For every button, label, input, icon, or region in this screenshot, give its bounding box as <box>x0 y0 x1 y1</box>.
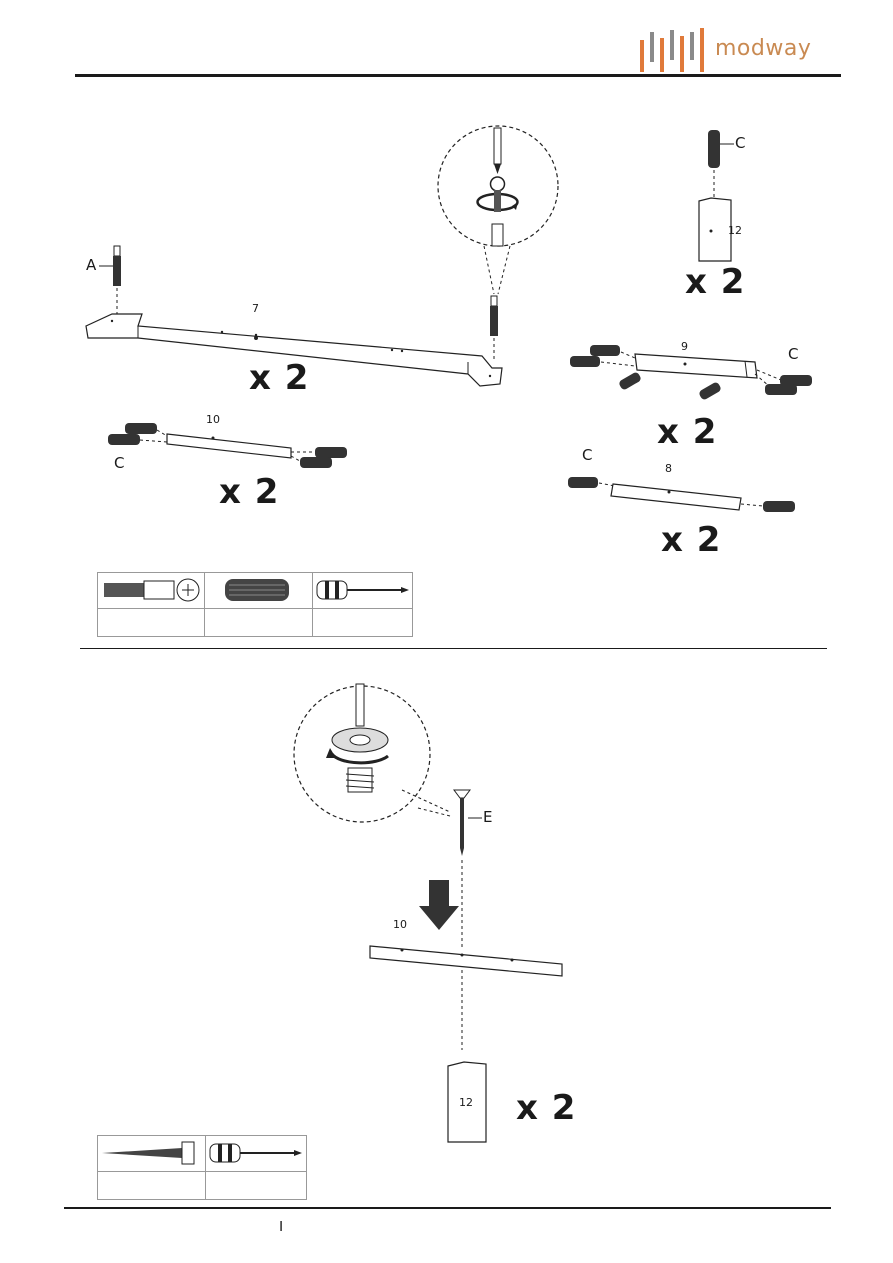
part-a-label: A <box>86 256 97 274</box>
screw-e-icon <box>453 789 471 856</box>
rail-10-drawing <box>369 945 563 977</box>
screwdriver-caption-step-2 <box>205 1171 307 1200</box>
leg-12-number: 12 <box>728 224 742 237</box>
part-c-label-rail-10: C <box>114 454 125 472</box>
rail-10-number: 10 <box>206 413 220 426</box>
screwdriver-caption <box>311 608 414 637</box>
phillips-screwdriver-icon <box>311 572 414 609</box>
leg-12-drawing <box>698 197 732 262</box>
wood-dowel-caption <box>204 608 313 637</box>
part-e-leader <box>468 817 482 819</box>
brand-logo-bars <box>640 28 704 72</box>
cam-bolt-right-icon <box>490 295 498 362</box>
cam-bolt-icon <box>96 572 206 609</box>
footer-rule <box>64 1207 831 1209</box>
rail-9-number: 9 <box>681 340 688 353</box>
rail-7-quantity: x 2 <box>249 358 310 398</box>
step-2-hardware-images-row <box>96 1135 307 1172</box>
step-1-hardware-images-row <box>96 572 414 609</box>
rail-8-assembly <box>568 477 795 512</box>
part-c-label-rail-9: C <box>788 345 799 363</box>
wood-dowel-icon <box>204 572 313 609</box>
cam-bolt-caption <box>96 608 206 637</box>
page-marker: I <box>279 1218 284 1235</box>
down-arrow-icon <box>419 880 459 930</box>
phillips-screwdriver-icon-step-2 <box>205 1135 307 1172</box>
dowel-c-vertical-icon <box>708 130 720 200</box>
header-rule <box>75 74 841 77</box>
leg-12-drawing-step-2 <box>447 1061 487 1143</box>
part-c-label-rail-8: C <box>582 446 593 464</box>
part-c-leader-top <box>720 143 734 145</box>
part-c-label-top: C <box>735 134 746 152</box>
zoom-detail-cam-bolt <box>437 125 559 247</box>
brand-name: modway <box>715 36 812 61</box>
rail-9-quantity: x 2 <box>657 412 718 452</box>
step-2-hardware-captions-row <box>96 1171 307 1200</box>
wood-screw-icon <box>96 1135 207 1172</box>
screw-e-guide-line <box>461 860 463 950</box>
rail-7-drawing <box>85 313 503 387</box>
cam-bolt-a-icon <box>113 245 121 316</box>
rail-8-number: 8 <box>665 462 672 475</box>
step-1-hardware-captions-row <box>96 608 414 637</box>
leg-12-quantity: x 2 <box>685 262 746 302</box>
rail-10-quantity: x 2 <box>219 472 280 512</box>
zoom-callout-lines <box>483 245 511 295</box>
rail-9-assembly <box>570 345 812 400</box>
part-a-leader <box>99 265 113 267</box>
step-2-hardware-table <box>96 1135 307 1200</box>
step-2-quantity: x 2 <box>516 1088 577 1128</box>
rail-10-assembly <box>108 423 347 468</box>
step-1-hardware-table <box>96 572 414 637</box>
rail-leg-guide-line <box>461 970 463 1050</box>
rail-7-number: 7 <box>252 302 259 315</box>
leg-12-number-step-2: 12 <box>459 1096 473 1109</box>
rail-10-number-step-2: 10 <box>393 918 407 931</box>
zoom-detail-screw <box>293 683 431 823</box>
rail-8-quantity: x 2 <box>661 520 722 560</box>
part-e-label: E <box>483 808 493 826</box>
wood-screw-caption <box>96 1171 207 1200</box>
step-divider <box>80 648 827 649</box>
zoom-callout-lines-step-2 <box>401 789 451 817</box>
